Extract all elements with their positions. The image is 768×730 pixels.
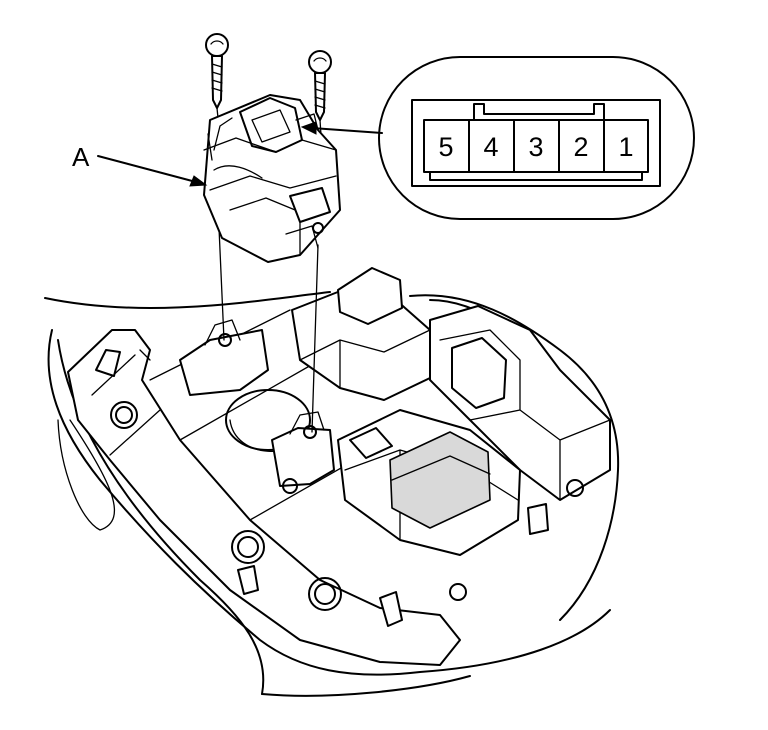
pin-5-label: 5 (438, 132, 453, 162)
switch-a-component (203, 94, 341, 263)
screw-right-icon (308, 50, 332, 121)
connector-pin-detail: 5 4 3 2 1 (300, 56, 695, 220)
screw-left-icon (205, 33, 229, 109)
pin-3-label: 3 (528, 132, 543, 162)
pin-1-label: 1 (618, 132, 633, 162)
assembly-guide-lines (218, 227, 319, 433)
part-label-a: A (72, 142, 90, 172)
pin-2-label: 2 (573, 132, 588, 162)
pin-4-label: 4 (483, 132, 498, 162)
callout-a: A (72, 142, 208, 187)
overhead-console-housing (44, 267, 620, 697)
